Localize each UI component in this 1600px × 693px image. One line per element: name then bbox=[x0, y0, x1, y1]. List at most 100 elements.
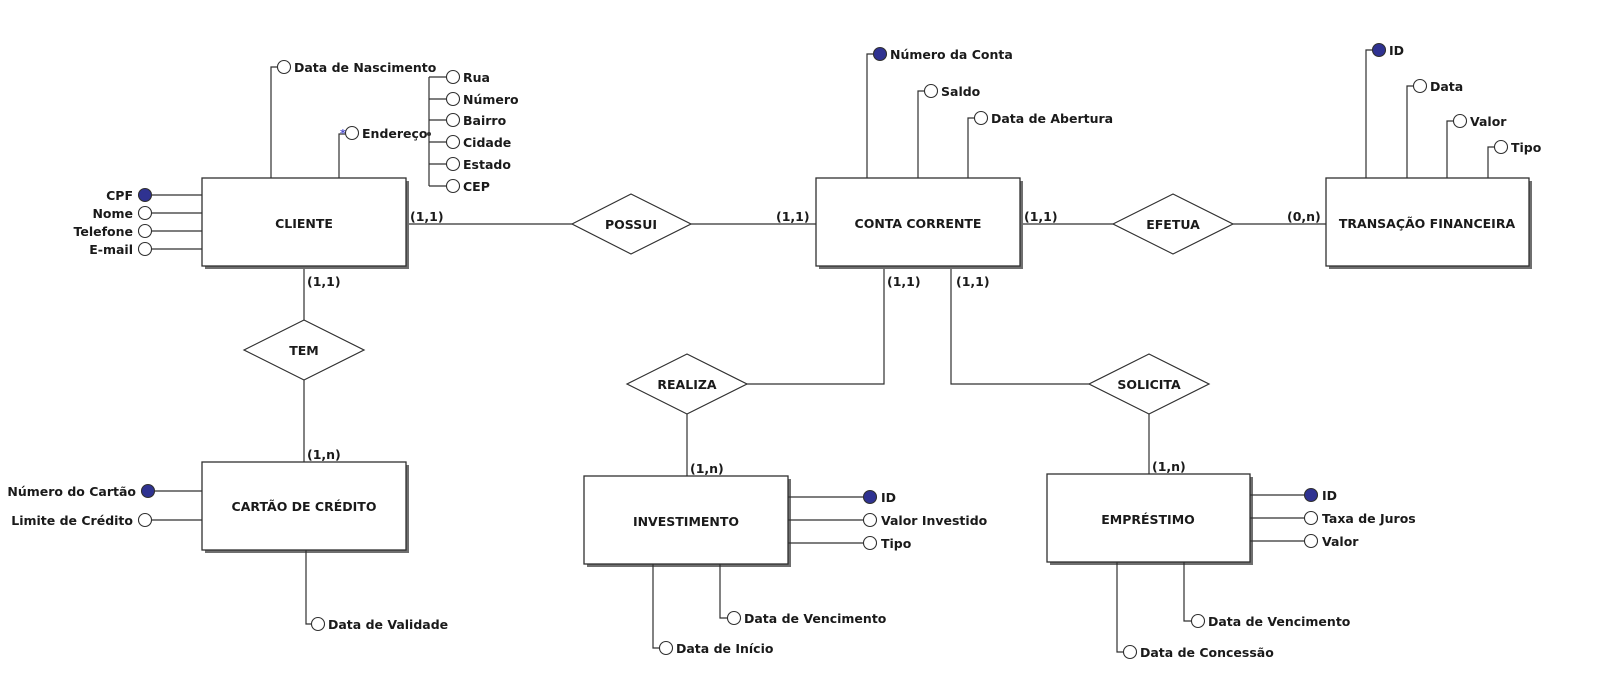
attribute-label: ID bbox=[881, 490, 896, 505]
attribute-label: CPF bbox=[106, 188, 133, 203]
attribute-circle[interactable] bbox=[1303, 533, 1319, 549]
attribute-label: Tipo bbox=[881, 536, 912, 551]
relationship-possui[interactable]: POSSUI bbox=[570, 193, 693, 255]
attribute-circle[interactable] bbox=[445, 178, 461, 194]
entity-label: INVESTIMENTO bbox=[633, 514, 739, 529]
attribute-label: Saldo bbox=[941, 84, 981, 99]
attributes-conta-corrente: Número da Conta Saldo Data de Abertura bbox=[866, 46, 1113, 178]
attribute-circle[interactable] bbox=[445, 69, 461, 85]
attribute-circle[interactable] bbox=[137, 223, 153, 239]
identifier-circle[interactable] bbox=[872, 46, 888, 62]
multivalued-marker: * bbox=[340, 127, 346, 140]
cardinality-label: (1,1) bbox=[887, 274, 921, 289]
cardinality-label: (1,1) bbox=[1024, 209, 1058, 224]
attribute-circle[interactable] bbox=[1190, 613, 1206, 629]
entity-conta-corrente[interactable]: CONTA CORRENTE bbox=[815, 177, 1023, 269]
cardinality-label: (1,n) bbox=[690, 461, 724, 476]
entity-cartao-de-credito[interactable]: CARTÃO DE CRÉDITO bbox=[201, 461, 409, 553]
attributes-investimento: ID Valor Investido Tipo Data de Vencimen… bbox=[652, 489, 988, 656]
attribute-label: Data de Concessão bbox=[1140, 645, 1274, 660]
identifier-circle[interactable] bbox=[862, 489, 878, 505]
entity-label: EMPRÉSTIMO bbox=[1101, 512, 1195, 527]
attribute-circle[interactable] bbox=[137, 205, 153, 221]
cardinality-label: (1,n) bbox=[307, 447, 341, 462]
entity-transacao-financeira[interactable]: TRANSAÇÃO FINANCEIRA bbox=[1325, 177, 1532, 269]
entity-label: CLIENTE bbox=[275, 216, 333, 231]
entity-label: CARTÃO DE CRÉDITO bbox=[232, 499, 377, 514]
entity-box[interactable] bbox=[1046, 473, 1251, 563]
cardinality-label: (0,n) bbox=[1287, 209, 1321, 224]
relationship-label: SOLICITA bbox=[1117, 377, 1181, 392]
attribute-label: E-mail bbox=[89, 242, 133, 257]
relationship-label: TEM bbox=[289, 343, 319, 358]
relationship-label: POSSUI bbox=[605, 217, 657, 232]
attribute-circle[interactable] bbox=[344, 125, 360, 141]
attribute-circle[interactable] bbox=[137, 512, 153, 528]
identifier-circle[interactable] bbox=[137, 187, 153, 203]
cardinality-label: (1,1) bbox=[776, 209, 810, 224]
attribute-label: Valor bbox=[1322, 534, 1359, 549]
identifier-circle[interactable] bbox=[140, 483, 156, 499]
relationship-lines bbox=[303, 223, 1328, 477]
attribute-circle[interactable] bbox=[973, 110, 989, 126]
attribute-circle[interactable] bbox=[1303, 510, 1319, 526]
attribute-circle[interactable] bbox=[137, 241, 153, 257]
attribute-circle[interactable] bbox=[1493, 139, 1509, 155]
cardinality-label: (1,1) bbox=[410, 209, 444, 224]
cardinalities: (1,1) (1,1) (1,1) (0,n) (1,1) (1,n) (1,1… bbox=[307, 209, 1321, 476]
attribute-circle[interactable] bbox=[726, 610, 742, 626]
cardinality-label: (1,1) bbox=[307, 274, 341, 289]
attribute-label: Data de Abertura bbox=[991, 111, 1113, 126]
entity-label: TRANSAÇÃO FINANCEIRA bbox=[1339, 216, 1516, 231]
attributes-transacao: ID Data Valor Tipo bbox=[1365, 42, 1542, 178]
relationship-efetua[interactable]: EFETUA bbox=[1111, 193, 1235, 255]
attribute-circle[interactable] bbox=[1452, 113, 1468, 129]
attribute-circle[interactable] bbox=[862, 535, 878, 551]
attributes-cliente: Data de Nascimento * Endereço Rua Número… bbox=[73, 59, 519, 257]
attribute-circle[interactable] bbox=[1412, 78, 1428, 94]
relationship-solicita[interactable]: SOLICITA bbox=[1087, 353, 1211, 415]
attribute-circle[interactable] bbox=[862, 512, 878, 528]
relationship-label: EFETUA bbox=[1146, 217, 1200, 232]
attribute-label: Data de Início bbox=[676, 641, 774, 656]
attribute-circle[interactable] bbox=[276, 59, 292, 75]
attributes-cartao: Número do Cartão Limite de Crédito Data … bbox=[7, 483, 448, 632]
entity-box[interactable] bbox=[201, 461, 407, 551]
attribute-label: Limite de Crédito bbox=[11, 513, 133, 528]
attribute-label: Data de Nascimento bbox=[294, 60, 437, 75]
entity-cliente[interactable]: CLIENTE bbox=[201, 177, 409, 269]
relationship-realiza[interactable]: REALIZA bbox=[625, 353, 749, 415]
attribute-label: Estado bbox=[463, 157, 511, 172]
attribute-label: Data de Vencimento bbox=[1208, 614, 1351, 629]
attribute-label: Data de Vencimento bbox=[744, 611, 887, 626]
attribute-label: Número da Conta bbox=[890, 47, 1013, 62]
identifier-circle[interactable] bbox=[1371, 42, 1387, 58]
attribute-label: Rua bbox=[463, 70, 490, 85]
entity-box[interactable] bbox=[815, 177, 1021, 267]
entity-investimento[interactable]: INVESTIMENTO bbox=[583, 475, 791, 567]
relationship-tem[interactable]: TEM bbox=[242, 319, 366, 381]
attribute-label: Número do Cartão bbox=[7, 484, 136, 499]
attribute-label: ID bbox=[1389, 43, 1404, 58]
entity-box[interactable] bbox=[201, 177, 407, 267]
attributes-emprestimo: ID Taxa de Juros Valor Data de Venciment… bbox=[1116, 487, 1416, 660]
attribute-label: Bairro bbox=[463, 113, 507, 128]
attribute-label: Valor Investido bbox=[881, 513, 988, 528]
attribute-circle[interactable] bbox=[445, 156, 461, 172]
cardinality-label: (1,1) bbox=[956, 274, 990, 289]
attribute-label: CEP bbox=[463, 179, 490, 194]
attribute-circle[interactable] bbox=[923, 83, 939, 99]
attribute-circle[interactable] bbox=[310, 616, 326, 632]
attribute-circle[interactable] bbox=[445, 91, 461, 107]
attribute-label: Data de Validade bbox=[328, 617, 448, 632]
attribute-label: Telefone bbox=[73, 224, 133, 239]
entity-emprestimo[interactable]: EMPRÉSTIMO bbox=[1046, 473, 1253, 565]
entity-box[interactable] bbox=[583, 475, 789, 565]
attribute-circle[interactable] bbox=[658, 640, 674, 656]
attribute-circle[interactable] bbox=[445, 134, 461, 150]
identifier-circle[interactable] bbox=[1303, 487, 1319, 503]
entity-box[interactable] bbox=[1325, 177, 1530, 267]
attribute-circle[interactable] bbox=[1122, 644, 1138, 660]
attribute-circle[interactable] bbox=[445, 112, 461, 128]
